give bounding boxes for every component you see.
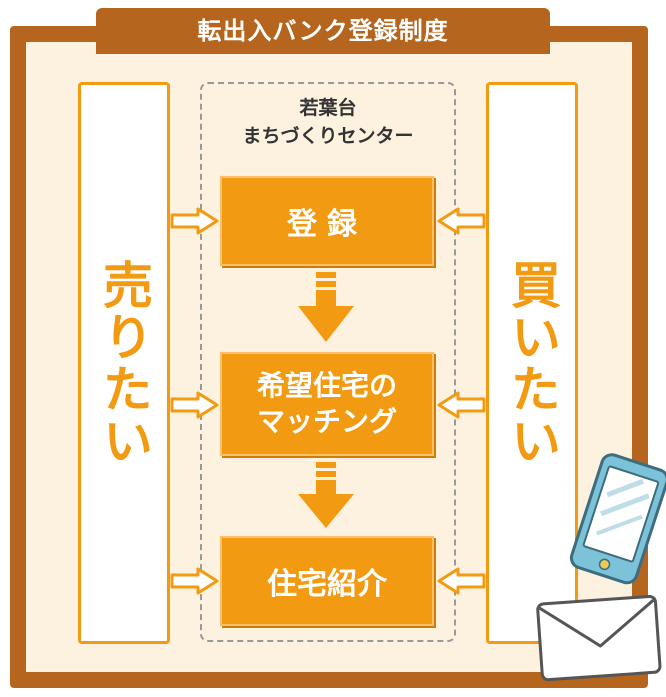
step-matching: 希望住宅の マッチング [220,352,434,456]
step-matching-line2: マッチング [256,405,397,438]
right-arrow-icon [170,207,219,235]
center-organization-name: 若葉台 まちづくりセンター [200,94,456,150]
buyer-label: 買いたい [503,259,561,467]
buyer-label-wrap: 買いたい [486,82,578,644]
left-arrow-icon [437,391,486,419]
left-arrow-icon [437,207,486,235]
step-registration: 登録 [220,176,434,266]
down-arrow-icon [298,462,354,528]
right-arrow-icon [170,567,219,595]
seller-label: 売りたい [95,259,153,467]
right-arrow-icon [170,391,219,419]
diagram-title: 転出入バンク登録制度 [197,17,449,45]
center-organization-box [200,82,456,642]
step-housing-introduction: 住宅紹介 [220,536,434,626]
center-name-line1: 若葉台 [299,97,357,119]
step-registration-label: 登録 [287,207,367,242]
title-tab [96,8,550,54]
center-name-line2: まちづくりセンター [242,125,414,147]
seller-column [78,82,170,644]
left-arrow-icon [437,567,486,595]
step-matching-line1: 希望住宅の [256,369,397,402]
step-introduction-label: 住宅紹介 [267,567,387,602]
down-arrow-icon [298,272,354,342]
buyer-column [486,82,578,644]
seller-label-wrap: 売りたい [78,82,170,644]
